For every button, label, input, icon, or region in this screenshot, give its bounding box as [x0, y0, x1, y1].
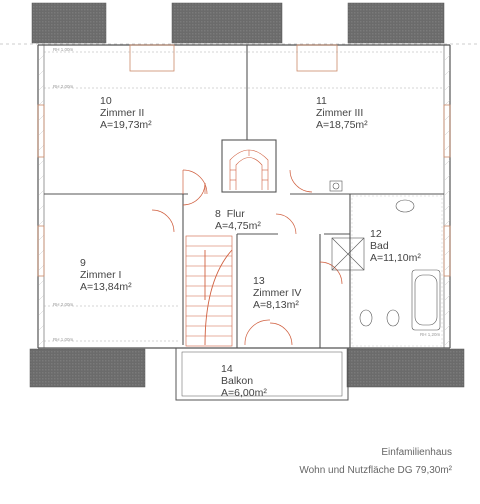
rh-label: RH 1,00m: [53, 337, 74, 342]
main-staircase: [185, 235, 233, 347]
room-name: Balkon: [221, 375, 254, 387]
shower: [331, 237, 365, 271]
window-right-lower: [443, 225, 451, 277]
room-label-zimmer-4: 13 Zimmer IV A=8,13m²: [253, 275, 301, 311]
room-name: Bad: [370, 240, 389, 252]
rh-lines: [44, 51, 444, 342]
roof-tile-top-1: [31, 2, 107, 44]
sink: [395, 199, 415, 213]
outer-walls: [37, 44, 451, 349]
room-label-zimmer-2: 10 Zimmer II A=19,73m²: [100, 95, 152, 131]
roof-tile-top-3: [347, 2, 445, 44]
bathroom-fixtures: [329, 180, 441, 331]
room-number: 12: [370, 228, 382, 240]
room-area: A=19,73m²: [100, 119, 152, 131]
room-label-bad: 12 Bad A=11,10m²: [370, 228, 421, 264]
room-name: Flur: [226, 208, 245, 220]
caption-title: Einfamilienhaus: [381, 447, 452, 458]
balcony: [175, 347, 349, 401]
roof-tiles: [29, 2, 465, 388]
room-label-balkon: 14 Balkon A=6,00m²: [221, 363, 267, 399]
bidet: [386, 309, 400, 327]
rh-label: RH 1,20m: [420, 332, 441, 337]
interior-walls: [44, 45, 444, 348]
room-number: 9: [80, 257, 86, 269]
room-area: A=18,75m²: [316, 119, 368, 131]
rh-label: RH 2,00m: [53, 302, 74, 307]
room-name: Zimmer IV: [253, 287, 302, 299]
window-right-upper: [443, 104, 451, 158]
skylight-2: [296, 44, 338, 72]
window-left-upper: [37, 104, 45, 158]
roof-tile-top-2: [171, 2, 283, 44]
bathtub: [411, 269, 441, 331]
window-left-lower: [37, 225, 45, 277]
room-number: 14: [221, 363, 233, 375]
rh-label: RH 1,00m: [53, 47, 74, 52]
room-area: A=6,00m²: [221, 387, 267, 399]
room-area: A=11,10m²: [370, 252, 421, 264]
skylight-1: [129, 44, 175, 72]
roof-tile-bottom-1: [29, 348, 146, 388]
room-number: 8: [215, 208, 221, 220]
windows: [37, 44, 451, 277]
room-number: 11: [316, 95, 327, 107]
room-area: A=13,84m²: [80, 281, 132, 293]
room-number: 13: [253, 275, 265, 287]
caption-area: Wohn und Nutzfläche DG 79,30m²: [299, 465, 452, 476]
room-area: A=4,75m²: [215, 220, 261, 232]
room-label-zimmer-3: 11 Zimmer III A=18,75m²: [316, 95, 368, 131]
doors: [151, 169, 343, 346]
room-label-zimmer-1: 9 Zimmer I A=13,84m²: [80, 257, 132, 293]
room-number: 10: [100, 95, 112, 107]
room-name: Zimmer II: [100, 107, 145, 119]
toilet: [359, 309, 373, 327]
rh-label: RH 2,00m: [53, 84, 74, 89]
room-label-flur: 8 Flur A=4,75m²: [215, 208, 261, 232]
room-name: Zimmer III: [316, 107, 364, 119]
room-name: Zimmer I: [80, 269, 122, 281]
bathroom-tiles: [351, 195, 443, 347]
room-area: A=8,13m²: [253, 299, 299, 311]
winder-stair: [229, 149, 269, 190]
roof-tile-bottom-2: [346, 348, 465, 388]
knee-wall-hatch: [38, 54, 451, 346]
